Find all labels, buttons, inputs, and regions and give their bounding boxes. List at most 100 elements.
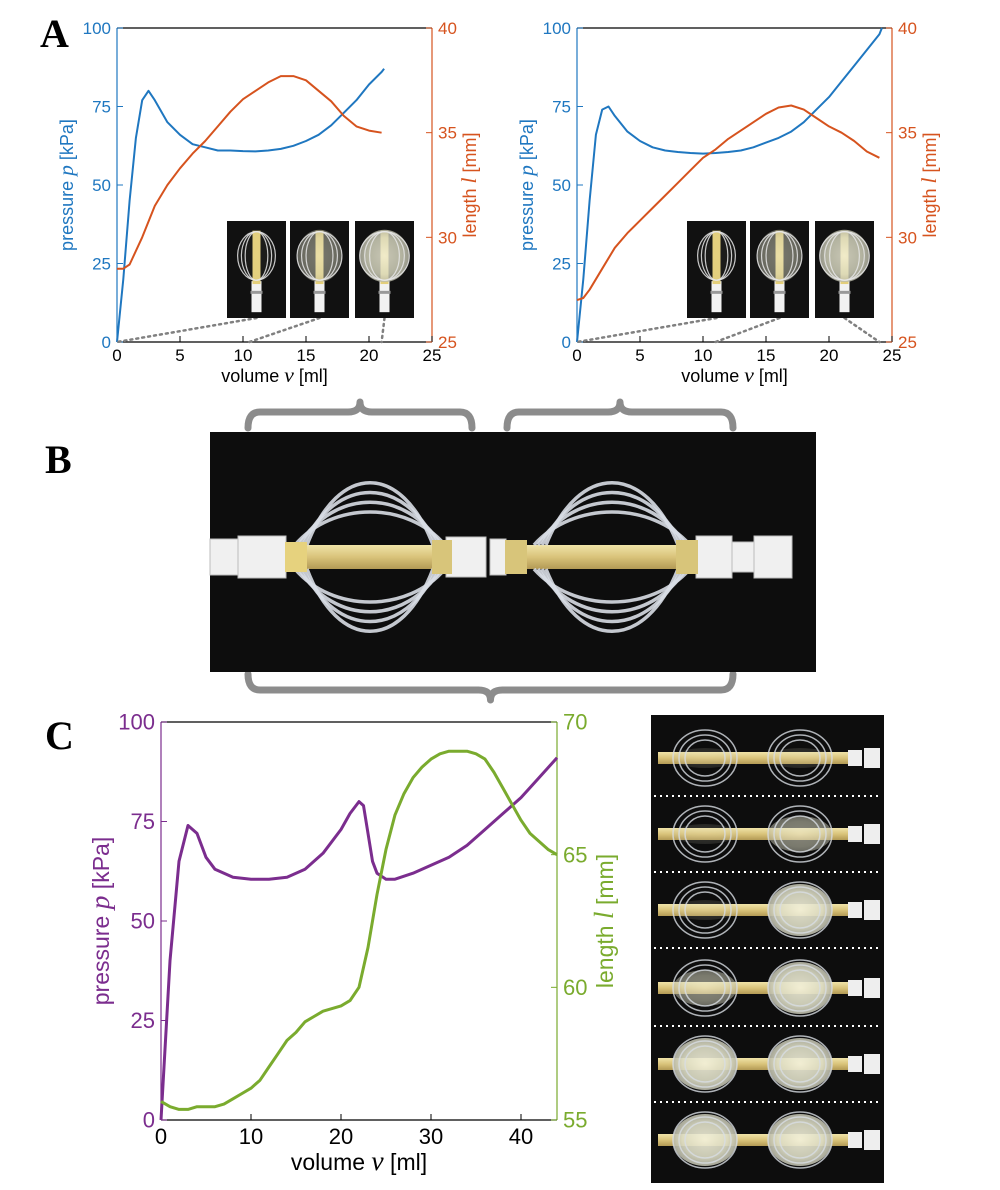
- tube-collar: [285, 542, 307, 572]
- bulb-shape: [768, 816, 832, 852]
- bulb-shape: [768, 748, 832, 768]
- bulb-shape: [673, 970, 737, 1006]
- inset-photo: [355, 221, 414, 318]
- y2-tick-label: 25: [898, 333, 917, 352]
- tube-collar: [676, 540, 698, 574]
- fitting-shape: [848, 826, 862, 842]
- inset-connector: [248, 316, 321, 344]
- fitting-shape: [864, 1054, 880, 1074]
- y2-tick-label: 35: [898, 124, 917, 143]
- strap-shape: [819, 231, 870, 281]
- strap-shape: [773, 810, 827, 858]
- fitting-shape: [864, 1130, 880, 1150]
- y2-tick-label: 55: [563, 1108, 587, 1133]
- length-series-line: [576, 104, 880, 302]
- fitting-shape: [864, 824, 880, 844]
- y2-axis-label: length l [mm]: [917, 132, 941, 237]
- strap-shape: [767, 959, 833, 1017]
- length-series-line: [117, 75, 382, 270]
- inset-connector: [380, 316, 386, 344]
- strap-shape: [684, 1121, 726, 1159]
- x-tick-label: 20: [360, 346, 379, 365]
- y-tick-label: 0: [102, 333, 111, 352]
- y-tick-label: 25: [92, 254, 111, 273]
- y-axis-label: pressure p [kPa]: [514, 119, 538, 251]
- y-tick-label: 100: [543, 19, 571, 38]
- fitting-shape: [237, 535, 287, 579]
- panel-label-c: C: [45, 713, 74, 758]
- photo-c-row: [658, 729, 880, 787]
- y2-tick-label: 70: [563, 710, 587, 735]
- strap-shape: [672, 881, 738, 939]
- strap-shape: [779, 1121, 821, 1159]
- fitting-shape: [489, 538, 507, 576]
- y2-tick-label: 65: [563, 842, 587, 867]
- strap-shape: [672, 1035, 738, 1093]
- y-tick-label: 75: [552, 97, 571, 116]
- y2-tick-label: 40: [438, 19, 457, 38]
- strap-shape: [544, 568, 680, 633]
- fitting-shape: [848, 750, 862, 766]
- fitting-shape: [731, 541, 755, 573]
- y-tick-label: 0: [143, 1108, 155, 1133]
- strap-shape: [678, 886, 732, 934]
- strap-shape: [678, 810, 732, 858]
- x-axis-label: volume v [ml]: [291, 1145, 427, 1176]
- x-tick-label: 10: [234, 346, 253, 365]
- bulb-shape: [673, 900, 737, 920]
- y2-tick-label: 30: [898, 228, 917, 247]
- strap-shape: [767, 1035, 833, 1093]
- y2-tick-label: 40: [898, 19, 917, 38]
- y2-tick-label: 25: [438, 333, 457, 352]
- bracket-bottom: [244, 670, 737, 704]
- strap-shape: [767, 1111, 833, 1169]
- y-tick-label: 75: [92, 97, 111, 116]
- photo-c-row: [658, 881, 880, 939]
- photo-c-sequence: [651, 715, 884, 1183]
- strap-shape: [779, 969, 821, 1007]
- strap-shape: [544, 481, 680, 546]
- x-tick-label: 15: [297, 346, 316, 365]
- fitting-shape: [848, 980, 862, 996]
- strap-shape: [684, 969, 726, 1007]
- strap-shape: [779, 891, 821, 929]
- bulb-shape: [768, 1114, 832, 1166]
- bulb-shape: [673, 824, 737, 844]
- inset-connector: [843, 316, 881, 344]
- x-tick-label: 5: [635, 346, 644, 365]
- tube-end-shape: [314, 281, 325, 313]
- x-tick-label: 0: [572, 346, 581, 365]
- inset-connector: [714, 316, 781, 344]
- inset-photo: [290, 221, 349, 318]
- photo-c-row: [658, 959, 880, 1017]
- x-tick-label: 25: [423, 346, 442, 365]
- x-tick-label: 10: [694, 346, 713, 365]
- pressure-series-line: [159, 756, 559, 1121]
- strap-shape: [767, 881, 833, 939]
- y2-axis-label: length l [mm]: [457, 132, 481, 237]
- x-tick-label: 25: [883, 346, 902, 365]
- inset-photo: [687, 221, 746, 318]
- y-tick-label: 0: [562, 333, 571, 352]
- x-axis-label: volume v [ml]: [681, 363, 788, 387]
- x-tick-label: 15: [757, 346, 776, 365]
- y2-axis-label: length l [mm]: [588, 854, 619, 988]
- y-tick-label: 25: [552, 254, 571, 273]
- pressure-series-line: [576, 27, 883, 343]
- strap-shape: [684, 815, 726, 853]
- strap-shape: [678, 1116, 732, 1164]
- strap-shape: [359, 231, 410, 281]
- y-tick-label: 25: [131, 1008, 155, 1033]
- fitting-shape: [864, 900, 880, 920]
- strap-shape: [672, 959, 738, 1017]
- fitting-shape: [848, 902, 862, 918]
- panel-label-a: A: [40, 11, 69, 56]
- y-tick-label: 100: [118, 710, 155, 735]
- fitting-shape: [209, 538, 241, 576]
- tube-shape: [285, 545, 455, 569]
- x-axis-label: volume v [ml]: [221, 363, 328, 387]
- photo-c-row: [658, 805, 880, 863]
- bulb-shape: [768, 1038, 832, 1090]
